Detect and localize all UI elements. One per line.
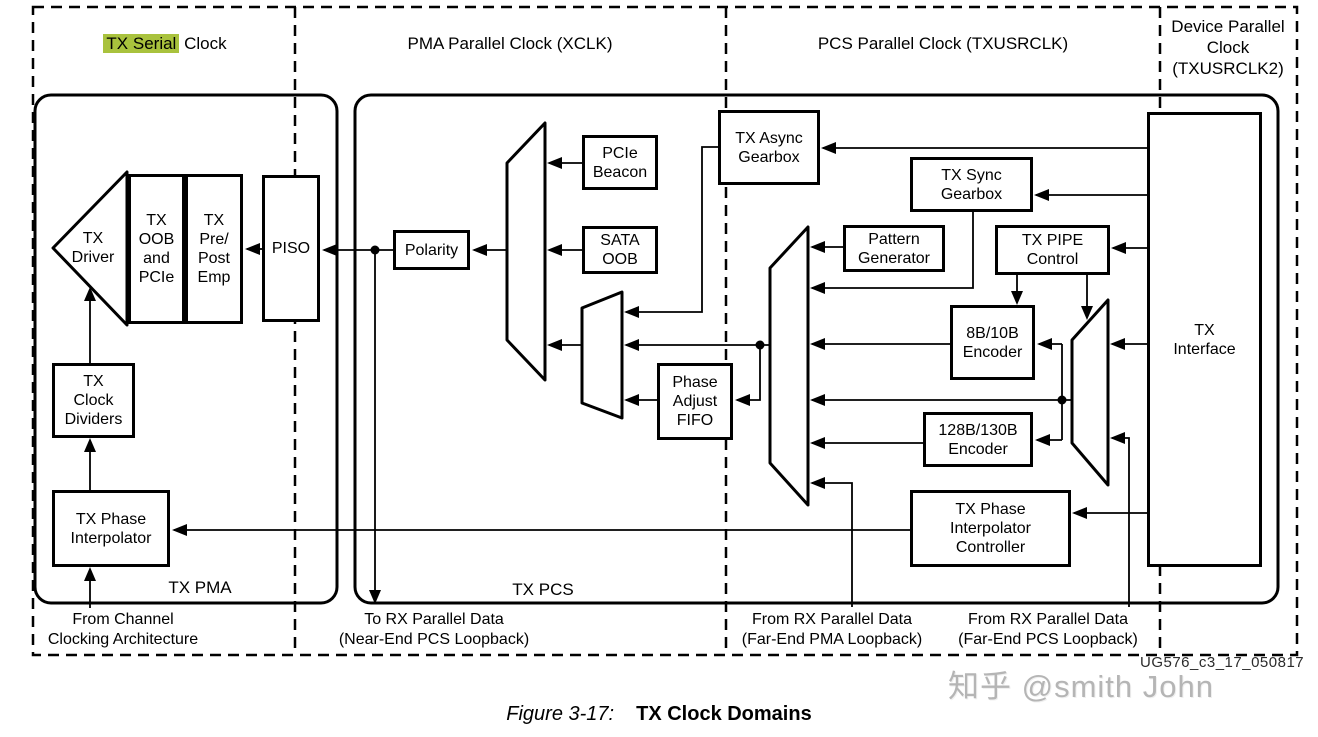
block-label: TX Async Gearbox [735,129,803,166]
block-tx-phase-interpolator: TX Phase Interpolator [52,490,170,567]
figure-number: Figure 3-17: [506,703,615,725]
tx-driver-shape [51,170,129,327]
block-tx-async-gearbox: TX Async Gearbox [718,110,820,185]
block-polarity: Polarity [393,230,470,270]
pcs-datapath-mux [768,225,810,507]
block-tx-oob-pcie: TX OOB and PCIe [128,174,185,324]
label-tx-pma: TX PMA [168,578,232,597]
block-label: TX Phase Interpolator Controller [950,501,1031,556]
block-8b10b-encoder: 8B/10B Encoder [950,305,1035,380]
pcs-to-pma-mux [580,290,624,420]
region-containers [33,93,1280,605]
label-tx-pcs: TX PCS [512,580,574,599]
block-tx-sync-gearbox: TX Sync Gearbox [910,157,1033,212]
label-from-channel-clocking: From Channel Clocking Architecture [47,611,199,648]
mux-shapes [505,121,1110,507]
figure-caption: Figure 3-17: TX Clock Domains [0,703,1318,726]
block-tx-driver-label: TX Driver [71,230,115,266]
doc-id: UG576_c3_17_050817 [1140,654,1305,671]
figure-title: TX Clock Domains [636,703,812,725]
highlighted-text: TX Serial [103,34,180,53]
block-label: TX Interface [1173,321,1236,358]
block-label: TX Phase Interpolator [70,510,152,547]
label-far-end-pcs-loopback: From RX Parallel Data (Far-End PCS Loopb… [958,611,1138,648]
label-far-end-pma-loopback: From RX Parallel Data (Far-End PMA Loopb… [741,611,923,648]
header-pma-parallel-clock: PMA Parallel Clock (XCLK) [407,34,613,53]
tx-pcs-container [353,93,1280,605]
label-to-rx-parallel-data: To RX Parallel Data (Near-End PCS Loopba… [338,611,530,648]
block-label: Polarity [404,241,459,259]
watermark-zhihu: 知乎 @smith John [948,669,1214,704]
block-tx-pipe-control: TX PIPE Control [995,225,1110,275]
header-device-parallel-clock: Device Parallel Clock (TXUSRCLK2) [1171,17,1285,78]
arrowheads [84,142,1126,604]
block-label: TX Sync Gearbox [940,166,1003,203]
block-pattern-generator: Pattern Generator [843,225,945,272]
block-label: SATA OOB [600,232,640,268]
block-label: PCIe Beacon [592,144,648,181]
block-label: Phase Adjust FIFO [672,374,718,429]
junction-dots [370,245,1067,405]
block-128b130b-encoder: 128B/130B Encoder [923,412,1033,467]
block-label: Pattern Generator [857,230,931,267]
outer-dashed-border [31,5,1299,657]
block-label: TX Clock Dividers [64,373,123,428]
block-label: PISO [271,240,311,257]
tx-pma-container [33,93,339,605]
block-sata-oob: SATA OOB [582,226,658,274]
block-label: TX OOB and PCIe [138,212,175,286]
header-pcs-parallel-clock: PCS Parallel Clock (TXUSRCLK) [817,34,1069,53]
block-label: TX Pre/ Post Emp [197,212,231,286]
block-label: 8B/10B Encoder [962,324,1023,361]
header-tx-serial-clock: TX Serial Clock [40,33,290,54]
block-label: 128B/130B Encoder [938,421,1018,458]
pma-output-mux [505,121,547,382]
block-tx-interface: TX Interface [1147,112,1262,567]
block-tx-pre-post-emp: TX Pre/ Post Emp [185,174,243,324]
block-tx-clock-dividers: TX Clock Dividers [52,363,135,438]
block-pcie-beacon: PCIe Beacon [582,135,658,190]
block-label: TX PIPE Control [1021,232,1084,268]
block-tx-phase-interpolator-controller: TX Phase Interpolator Controller [910,490,1071,567]
block-piso: PISO [262,175,320,322]
header-tx-serial-rest: Clock [179,34,227,53]
tx-data-select-mux [1070,298,1110,487]
block-phase-adjust-fifo: Phase Adjust FIFO [657,363,733,440]
